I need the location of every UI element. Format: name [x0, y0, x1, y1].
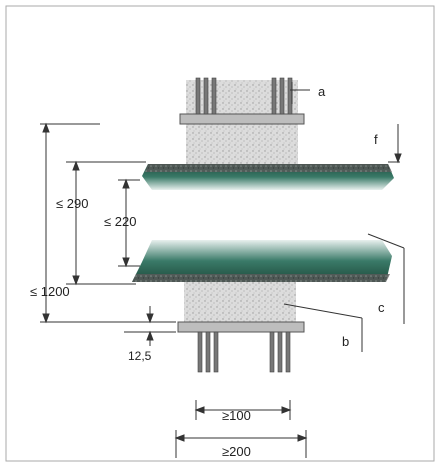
- label-f: f: [374, 132, 378, 147]
- label-d100: ≥100: [222, 408, 251, 423]
- callout-a: [290, 82, 310, 104]
- dim-200: [174, 430, 308, 458]
- label-b: b: [342, 334, 349, 349]
- bottom-connector: [177, 282, 305, 373]
- label-d290: ≤ 290: [56, 196, 88, 211]
- label-d220: ≤ 220: [104, 214, 136, 229]
- dim-100: [194, 400, 292, 420]
- label-d200: ≥200: [222, 444, 251, 459]
- outer-border: [5, 5, 435, 462]
- label-d1200: ≤ 1200: [30, 284, 70, 299]
- dim-220: [118, 178, 140, 268]
- callout-f: [388, 124, 402, 164]
- label-a: a: [318, 84, 326, 99]
- callout-c: [367, 233, 405, 324]
- dim-290: [66, 160, 146, 286]
- bottom-slab: [132, 240, 392, 282]
- dim-12-5: [124, 306, 176, 346]
- top-plate: [179, 113, 305, 125]
- callout-b: [283, 303, 363, 352]
- bottom-plate: [177, 321, 305, 333]
- label-d125: 12,5: [128, 349, 152, 363]
- label-c: c: [378, 300, 385, 315]
- top-connector: [179, 77, 305, 164]
- dim-1200: [40, 122, 140, 324]
- top-slab: [142, 164, 394, 190]
